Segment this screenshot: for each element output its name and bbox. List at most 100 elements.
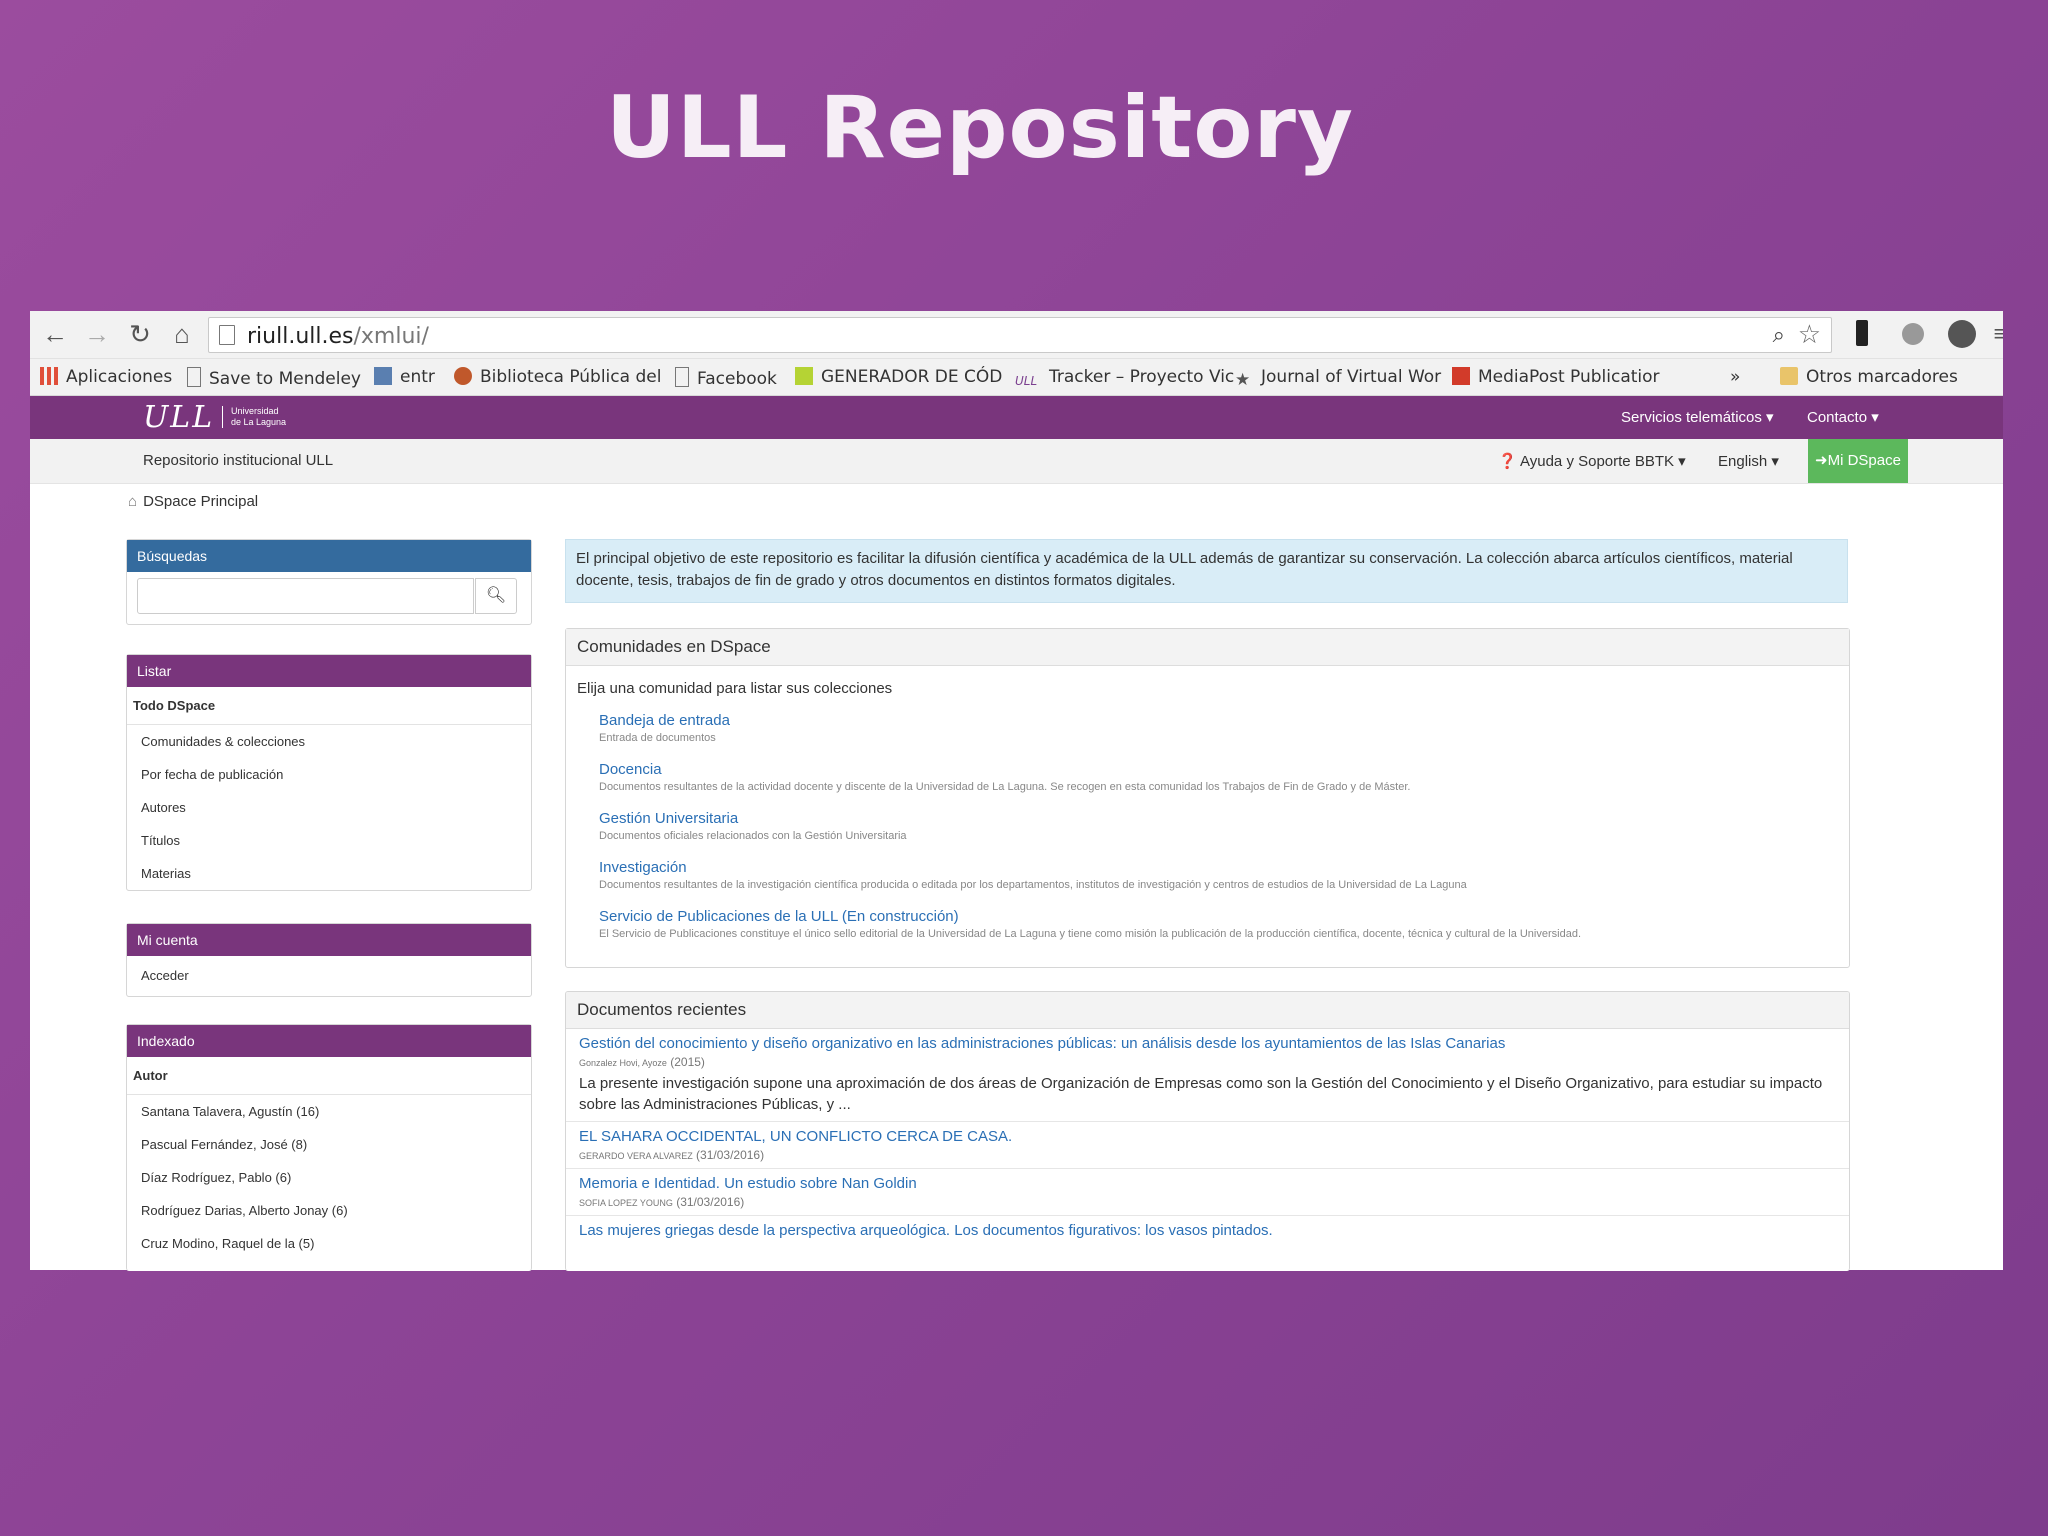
my-dspace-button[interactable]: ➜Mi DSpace (1808, 439, 1908, 483)
doc-link[interactable]: Memoria e Identidad. Un estudio sobre Na… (579, 1175, 917, 1192)
browser-toolbar: ← → ↻ ⌂ riull.ull.es/xmlui/ ⌕ ☆ ≡ (30, 311, 2003, 359)
browse-communities[interactable]: Comunidades & colecciones (141, 734, 306, 749)
account-panel: Mi cuenta Acceder (126, 923, 532, 997)
bookmark-apps[interactable]: Aplicaciones (40, 367, 172, 387)
nav-contacto[interactable]: Contacto ▾ (1807, 409, 1879, 426)
doc-meta: Gerardo Vera Alvarez (31/03/2016) (579, 1148, 765, 1162)
community-item: Docencia Documentos resultantes de la ac… (599, 761, 1410, 793)
apps-grid-icon (40, 367, 58, 385)
community-link[interactable]: Docencia (599, 761, 662, 778)
browse-date[interactable]: Por fecha de publicación (141, 767, 284, 782)
search-button[interactable]: 🔍︎ (475, 578, 517, 614)
search-panel: Búsquedas 🔍︎ (126, 539, 532, 625)
breadcrumb: ⌂ DSpace Principal (128, 493, 258, 510)
doc-link[interactable]: EL SAHARA OCCIDENTAL, UN CONFLICTO CERCA… (579, 1128, 1013, 1145)
bookmark-favicon (1452, 367, 1470, 385)
extension-icon[interactable] (1948, 320, 1976, 348)
bookmark-item[interactable]: entr (374, 367, 435, 387)
url-text: riull.ull.es/xmlui/ (247, 324, 429, 349)
author-item[interactable]: Pascual Fernández, José (8) (141, 1137, 308, 1152)
zoom-icon[interactable]: ⌕ (1772, 322, 1785, 347)
browse-panel: Listar Todo DSpace Comunidades & colecci… (126, 654, 532, 891)
page-icon (219, 325, 235, 345)
page-icon (675, 367, 689, 387)
author-item[interactable]: Díaz Rodríguez, Pablo (6) (141, 1170, 292, 1185)
bookmark-star-icon[interactable]: ☆ (1797, 319, 1821, 349)
slide-title: ULL Repository (606, 78, 1354, 178)
language-menu[interactable]: English ▾ (1718, 453, 1779, 470)
search-input[interactable] (137, 578, 474, 614)
doc-abstract: La presente investigación supone una apr… (579, 1075, 1823, 1113)
bookmark-item[interactable]: Biblioteca Pública del (454, 367, 661, 387)
communities-lead: Elija una comunidad para listar sus cole… (577, 680, 893, 697)
index-group: Autor (127, 1057, 531, 1095)
more-bookmarks-button[interactable]: » (1730, 367, 1741, 387)
author-item[interactable]: Rodríguez Darias, Alberto Jonay (6) (141, 1203, 348, 1218)
community-item: Investigación Documentos resultantes de … (599, 859, 1467, 891)
browse-panel-title: Listar (127, 655, 531, 687)
community-desc: Documentos resultantes de la investigaci… (599, 879, 1467, 891)
extension-icon[interactable] (1856, 320, 1868, 346)
bookmark-folder[interactable]: Otros marcadores (1780, 367, 1958, 387)
community-item: Bandeja de entrada Entrada de documentos (599, 712, 730, 744)
account-panel-title: Mi cuenta (127, 924, 531, 956)
browse-titles[interactable]: Títulos (141, 833, 181, 848)
author-item[interactable]: Santana Talavera, Agustín (16) (141, 1104, 320, 1119)
bookmark-item[interactable]: GENERADOR DE CÓD (795, 367, 1002, 387)
community-link[interactable]: Gestión Universitaria (599, 810, 739, 827)
nav-servicios[interactable]: Servicios telemáticos ▾ (1621, 409, 1774, 426)
repository-title[interactable]: Repositorio institucional ULL (143, 452, 334, 469)
community-link[interactable]: Investigación (599, 859, 687, 876)
doc-link[interactable]: Gestión del conocimiento y diseño organi… (579, 1035, 1506, 1052)
community-item: Gestión Universitaria Documentos oficial… (599, 810, 907, 842)
communities-title: Comunidades en DSpace (566, 629, 1849, 666)
bookmark-item[interactable]: Facebook (675, 367, 777, 389)
author-item[interactable]: Cruz Modino, Raquel de la (5) (141, 1236, 315, 1251)
communities-panel: Comunidades en DSpace Elija una comunida… (565, 628, 1850, 968)
ull-favicon: ULL (1015, 374, 1038, 388)
sub-header: Repositorio institucional ULL ❓ Ayuda y … (30, 439, 2003, 484)
doc-meta: Sofia Lopez Young (31/03/2016) (579, 1195, 745, 1209)
recent-item: Las mujeres griegas desde la perspectiva… (566, 1216, 1849, 1245)
community-desc: Entrada de documentos (599, 732, 716, 744)
search-panel-title: Búsquedas (127, 540, 531, 572)
back-icon[interactable]: ← (42, 319, 68, 349)
recent-title: Documentos recientes (566, 992, 1849, 1029)
community-link[interactable]: Servicio de Publicaciones de la ULL (En … (599, 908, 959, 925)
home-icon: ⌂ (128, 493, 138, 510)
page-icon (187, 367, 201, 387)
folder-icon (1780, 367, 1798, 385)
intro-alert: El principal objetivo de este repositori… (565, 539, 1848, 603)
bookmark-item[interactable]: MediaPost Publicatior (1452, 367, 1660, 387)
bookmark-favicon (454, 367, 472, 385)
browse-group: Todo DSpace (127, 687, 531, 725)
extension-icon[interactable] (1902, 323, 1924, 345)
community-link[interactable]: Bandeja de entrada (599, 712, 730, 729)
bookmarks-bar: Aplicaciones Save to Mendeley entr Bibli… (30, 359, 2003, 396)
search-icon: 🔍︎ (485, 587, 507, 604)
recent-item: Gestión del conocimiento y diseño organi… (566, 1029, 1849, 1122)
help-menu[interactable]: ❓ Ayuda y Soporte BBTK ▾ (1498, 453, 1686, 470)
browse-subjects[interactable]: Materias (141, 866, 191, 881)
browse-authors[interactable]: Autores (141, 800, 186, 815)
login-link[interactable]: Acceder (141, 968, 189, 983)
ull-logo[interactable]: ULL (143, 400, 215, 435)
menu-icon[interactable]: ≡ (1993, 321, 2003, 346)
home-icon[interactable]: ⌂ (174, 319, 190, 349)
index-panel-title: Indexado (127, 1025, 531, 1057)
breadcrumb-home[interactable]: DSpace Principal (143, 493, 259, 510)
forward-icon[interactable]: → (84, 319, 110, 349)
community-desc: El Servicio de Publicaciones constituye … (599, 928, 1582, 940)
bookmark-item[interactable]: ★Journal of Virtual Wor (1235, 367, 1442, 390)
bookmark-item[interactable]: Save to Mendeley (187, 367, 361, 389)
index-panel: Indexado Autor Santana Talavera, Agustín… (126, 1024, 532, 1271)
doc-meta: Gonzalez Hovi, Ayoze (2015) (579, 1055, 705, 1069)
recent-item: Memoria e Identidad. Un estudio sobre Na… (566, 1169, 1849, 1216)
reload-icon[interactable]: ↻ (129, 319, 151, 349)
recent-panel: Documentos recientes Gestión del conocim… (565, 991, 1850, 1271)
community-desc: Documentos resultantes de la actividad d… (599, 781, 1411, 793)
address-bar[interactable]: riull.ull.es/xmlui/ ⌕ ☆ (208, 317, 1832, 353)
doc-link[interactable]: Las mujeres griegas desde la perspectiva… (579, 1222, 1273, 1239)
